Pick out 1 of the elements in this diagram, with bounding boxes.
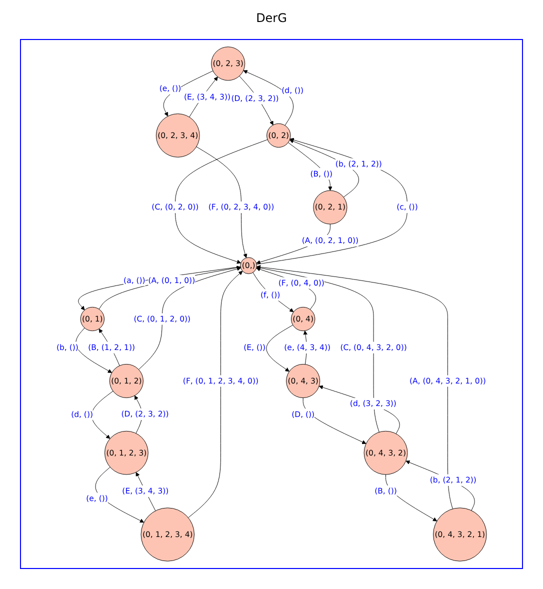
diagram-title: DerG: [256, 11, 287, 25]
